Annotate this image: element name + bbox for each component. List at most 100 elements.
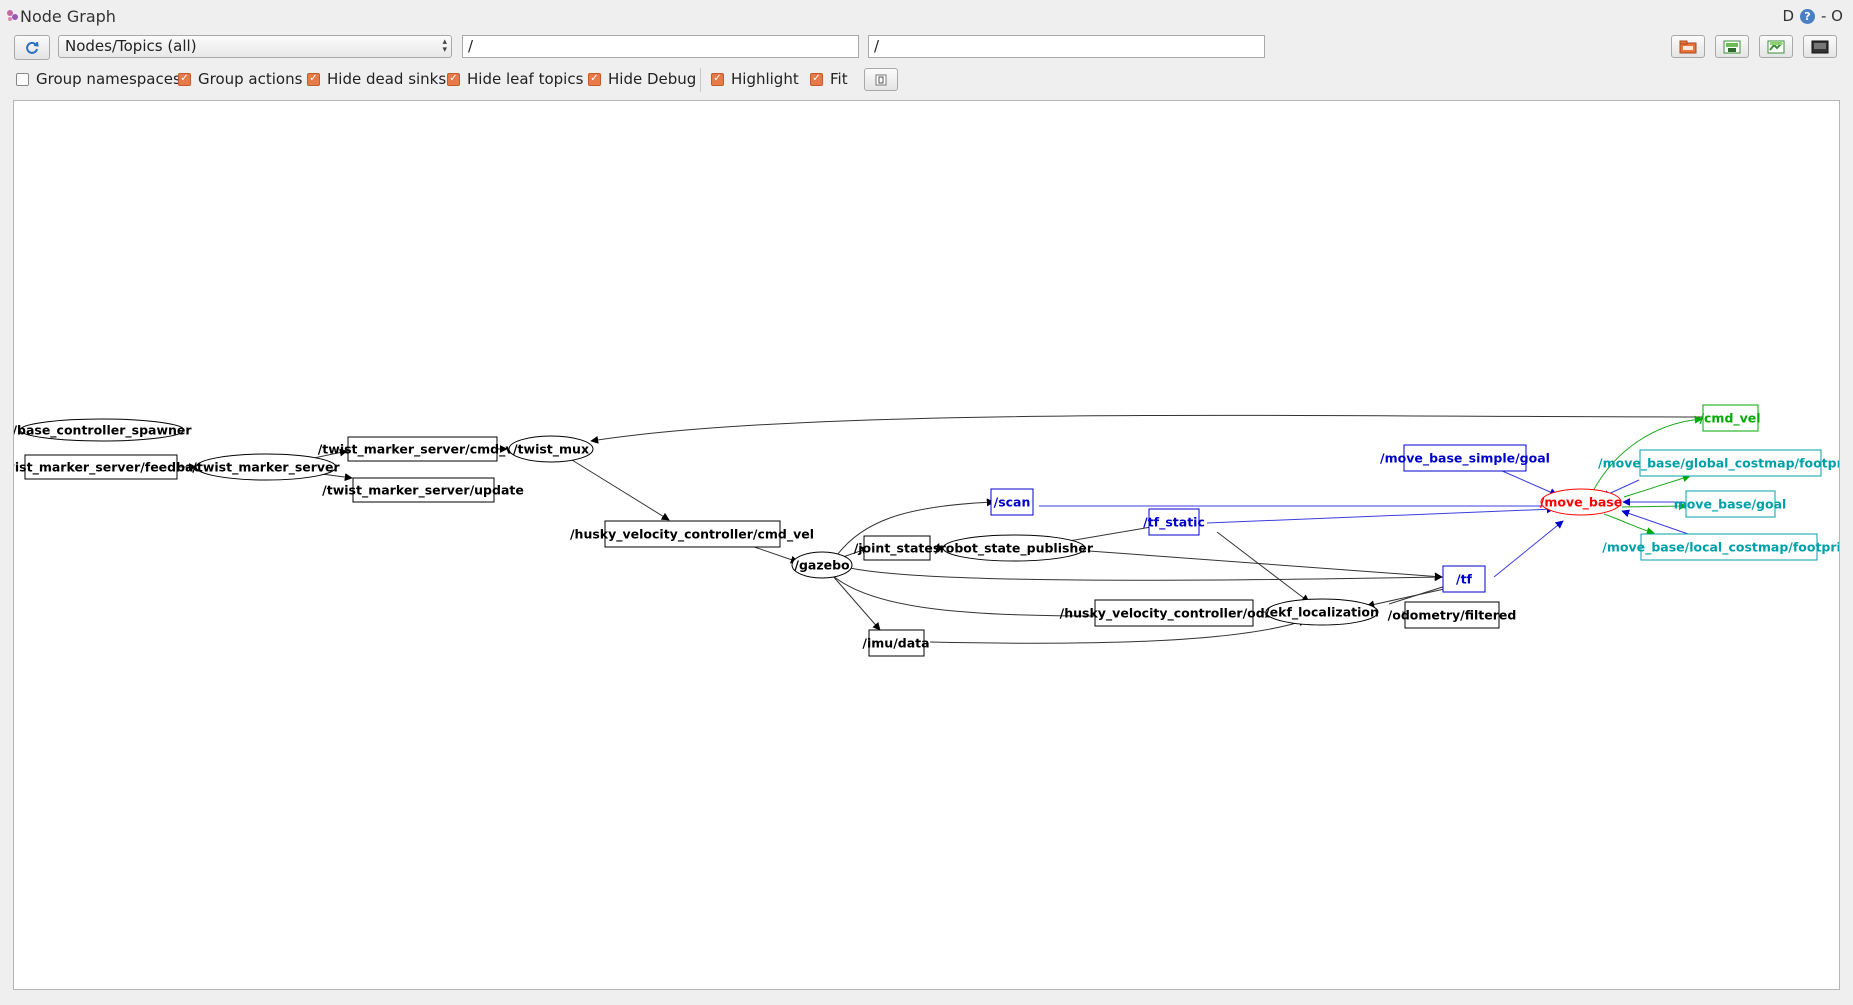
topic-label: /scan	[994, 495, 1031, 510]
node-twist-mux[interactable]: /twist_mux	[508, 435, 594, 463]
node-label: /move_base	[1540, 495, 1622, 511]
edge	[831, 574, 881, 631]
node-move-base[interactable]: /move_base	[1540, 488, 1622, 516]
group-actions-option[interactable]: ✓ Group actions	[178, 70, 302, 88]
hide-debug-option[interactable]: ✓ Hide Debug	[588, 70, 696, 88]
edge	[313, 448, 348, 459]
node-label: /gazebo	[794, 558, 850, 573]
node-robot-state-publisher[interactable]: /robot_state_publisher	[935, 534, 1094, 562]
edge	[1499, 469, 1558, 496]
hide-leaf-topics-label: Hide leaf topics	[467, 70, 584, 88]
node-label: /robot_state_publisher	[935, 541, 1094, 557]
hide-dead-sinks-checkbox[interactable]: ✓	[307, 72, 320, 86]
node-gazebo[interactable]: /gazebo	[791, 551, 853, 579]
edge	[590, 414, 1715, 444]
edge	[1366, 587, 1450, 609]
fit-view-icon	[875, 74, 887, 85]
node-label: /twist_marker_server	[192, 460, 340, 476]
highlight-checkbox[interactable]: ✓	[711, 72, 724, 86]
highlight-label: Highlight	[731, 70, 799, 88]
topic-joint-states[interactable]: /joint_states	[854, 535, 941, 561]
hide-leaf-topics-option[interactable]: ✓ Hide leaf topics	[447, 70, 583, 88]
hide-debug-checkbox[interactable]: ✓	[588, 72, 601, 86]
topic-label: /move_base/local_costmap/footprint	[1602, 540, 1840, 556]
topic-label: /odometry/filtered	[1388, 608, 1517, 623]
refresh-button[interactable]	[14, 35, 50, 60]
load-dot-button[interactable]	[1671, 35, 1705, 58]
topic-tf[interactable]: /tf	[1442, 565, 1486, 593]
topic-label: /twist_marker_server/cmd_vel	[318, 442, 527, 458]
topic-global-costmap-footprint[interactable]: /move_base/global_costmap/footprint	[1598, 449, 1840, 477]
topic-filter-input[interactable]: /	[868, 35, 1265, 58]
toolbar: Nodes/Topics (all) ▴▾ / /	[0, 33, 1853, 61]
group-namespaces-checkbox[interactable]	[16, 72, 29, 86]
edge	[1623, 474, 1691, 498]
topic-label: /cmd_vel	[1699, 411, 1760, 427]
combo-arrows-icon: ▴▾	[442, 37, 447, 55]
topic-label: /move_base_simple/goal	[1380, 451, 1550, 467]
fit-option[interactable]: ✓ Fit	[810, 70, 848, 88]
app-icon	[7, 10, 18, 21]
group-namespaces-option[interactable]: Group namespaces	[16, 70, 181, 88]
graph-canvas[interactable]: /base_controller_spawner /twist_marker_s…	[13, 100, 1840, 990]
save-image-button[interactable]	[1803, 35, 1837, 58]
title-bar: Node Graph D ? - O	[0, 0, 1853, 32]
topic-label: /twist_marker_server/update	[322, 483, 524, 499]
edge	[1621, 509, 1692, 536]
topic-label: move_base/goal	[1674, 497, 1787, 513]
node-twist-marker-server[interactable]: /twist_marker_server	[192, 453, 341, 481]
node-ekf-localization[interactable]: /ekf_localization	[1265, 598, 1379, 626]
graph-type-value: Nodes/Topics (all)	[65, 37, 197, 55]
topic-label: /husky_velocity_controller/odom	[1060, 606, 1287, 622]
save-dot-button[interactable]	[1715, 35, 1749, 58]
node-filter-input[interactable]: /	[462, 35, 859, 58]
dock-toggle[interactable]: D	[1782, 7, 1794, 25]
window-controls: D ? - O	[1782, 7, 1843, 25]
topic-move-base-simple-goal[interactable]: /move_base_simple/goal	[1380, 444, 1550, 472]
edge	[571, 459, 670, 521]
topic-twist-marker-update[interactable]: /twist_marker_server/update	[322, 477, 524, 503]
topic-cmd-vel[interactable]: /cmd_vel	[1699, 404, 1761, 432]
edge	[1603, 513, 1655, 536]
edge	[929, 618, 1307, 644]
node-base-controller-spawner[interactable]: /base_controller_spawner	[14, 418, 192, 442]
group-actions-label: Group actions	[198, 70, 303, 88]
folder-open-icon	[1679, 40, 1697, 53]
save-image-icon	[1811, 40, 1829, 53]
save-svg-icon	[1767, 40, 1785, 53]
fit-checkbox[interactable]: ✓	[810, 72, 823, 86]
topic-tf-static[interactable]: /tf_static	[1143, 508, 1205, 536]
topic-twist-marker-cmd-vel[interactable]: /twist_marker_server/cmd_vel	[318, 436, 527, 462]
edge	[849, 567, 1443, 582]
topic-odometry-filtered[interactable]: /odometry/filtered	[1388, 601, 1517, 629]
hide-dead-sinks-option[interactable]: ✓ Hide dead sinks	[307, 70, 446, 88]
edge	[836, 498, 995, 556]
graph-type-select[interactable]: Nodes/Topics (all) ▴▾	[58, 35, 452, 58]
edge	[1621, 502, 1687, 511]
node-label: /base_controller_spawner	[14, 423, 192, 439]
topic-imu-data[interactable]: /imu/data	[862, 629, 930, 657]
topic-local-costmap-footprint[interactable]: /move_base/local_costmap/footprint	[1602, 533, 1840, 561]
hide-debug-label: Hide Debug	[608, 70, 697, 88]
help-icon[interactable]: ?	[1800, 8, 1815, 24]
save-svg-button[interactable]	[1759, 35, 1793, 58]
edges-default	[177, 414, 1715, 644]
edge	[831, 574, 1107, 620]
edges-highlight-green	[1591, 415, 1703, 536]
hide-leaf-topics-checkbox[interactable]: ✓	[447, 72, 460, 86]
options-separator	[700, 68, 701, 92]
group-actions-checkbox[interactable]: ✓	[178, 72, 191, 86]
topic-husky-cmd-vel[interactable]: /husky_velocity_controller/cmd_vel	[570, 520, 814, 548]
topic-move-base-goal[interactable]: move_base/goal	[1674, 490, 1787, 518]
fit-view-button[interactable]	[864, 68, 898, 91]
highlight-option[interactable]: ✓ Highlight	[711, 70, 799, 88]
fit-label: Fit	[830, 70, 848, 88]
topic-label: /move_base/global_costmap/footprint	[1598, 456, 1840, 472]
topic-scan[interactable]: /scan	[990, 488, 1034, 516]
topic-twist-marker-feedback[interactable]: /twist_marker_server/feedback	[14, 454, 210, 480]
topic-label: /husky_velocity_controller/cmd_vel	[570, 527, 814, 543]
graph-svg[interactable]: /base_controller_spawner /twist_marker_s…	[14, 101, 1840, 990]
minimize-close-controls[interactable]: - O	[1821, 7, 1843, 25]
window-title: Node Graph	[20, 7, 116, 26]
topic-husky-odom[interactable]: /husky_velocity_controller/odom	[1060, 599, 1287, 627]
